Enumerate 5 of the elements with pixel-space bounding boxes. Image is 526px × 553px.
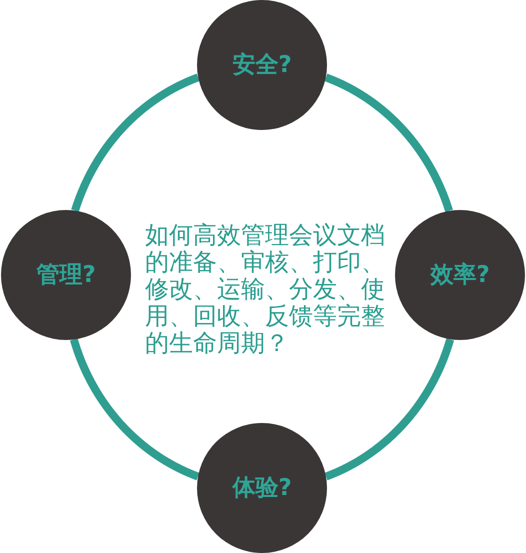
topic-label: 管理?	[36, 262, 96, 288]
question-text: 如何高效管理会议文档的准备、审核、打印、修改、运输、分发、使用、回收、反馈等完整的生命周期？	[145, 222, 386, 357]
topic-label: 安全?	[232, 52, 292, 78]
topic-label: 效率?	[430, 262, 490, 288]
topic-label: 体验?	[232, 474, 292, 502]
